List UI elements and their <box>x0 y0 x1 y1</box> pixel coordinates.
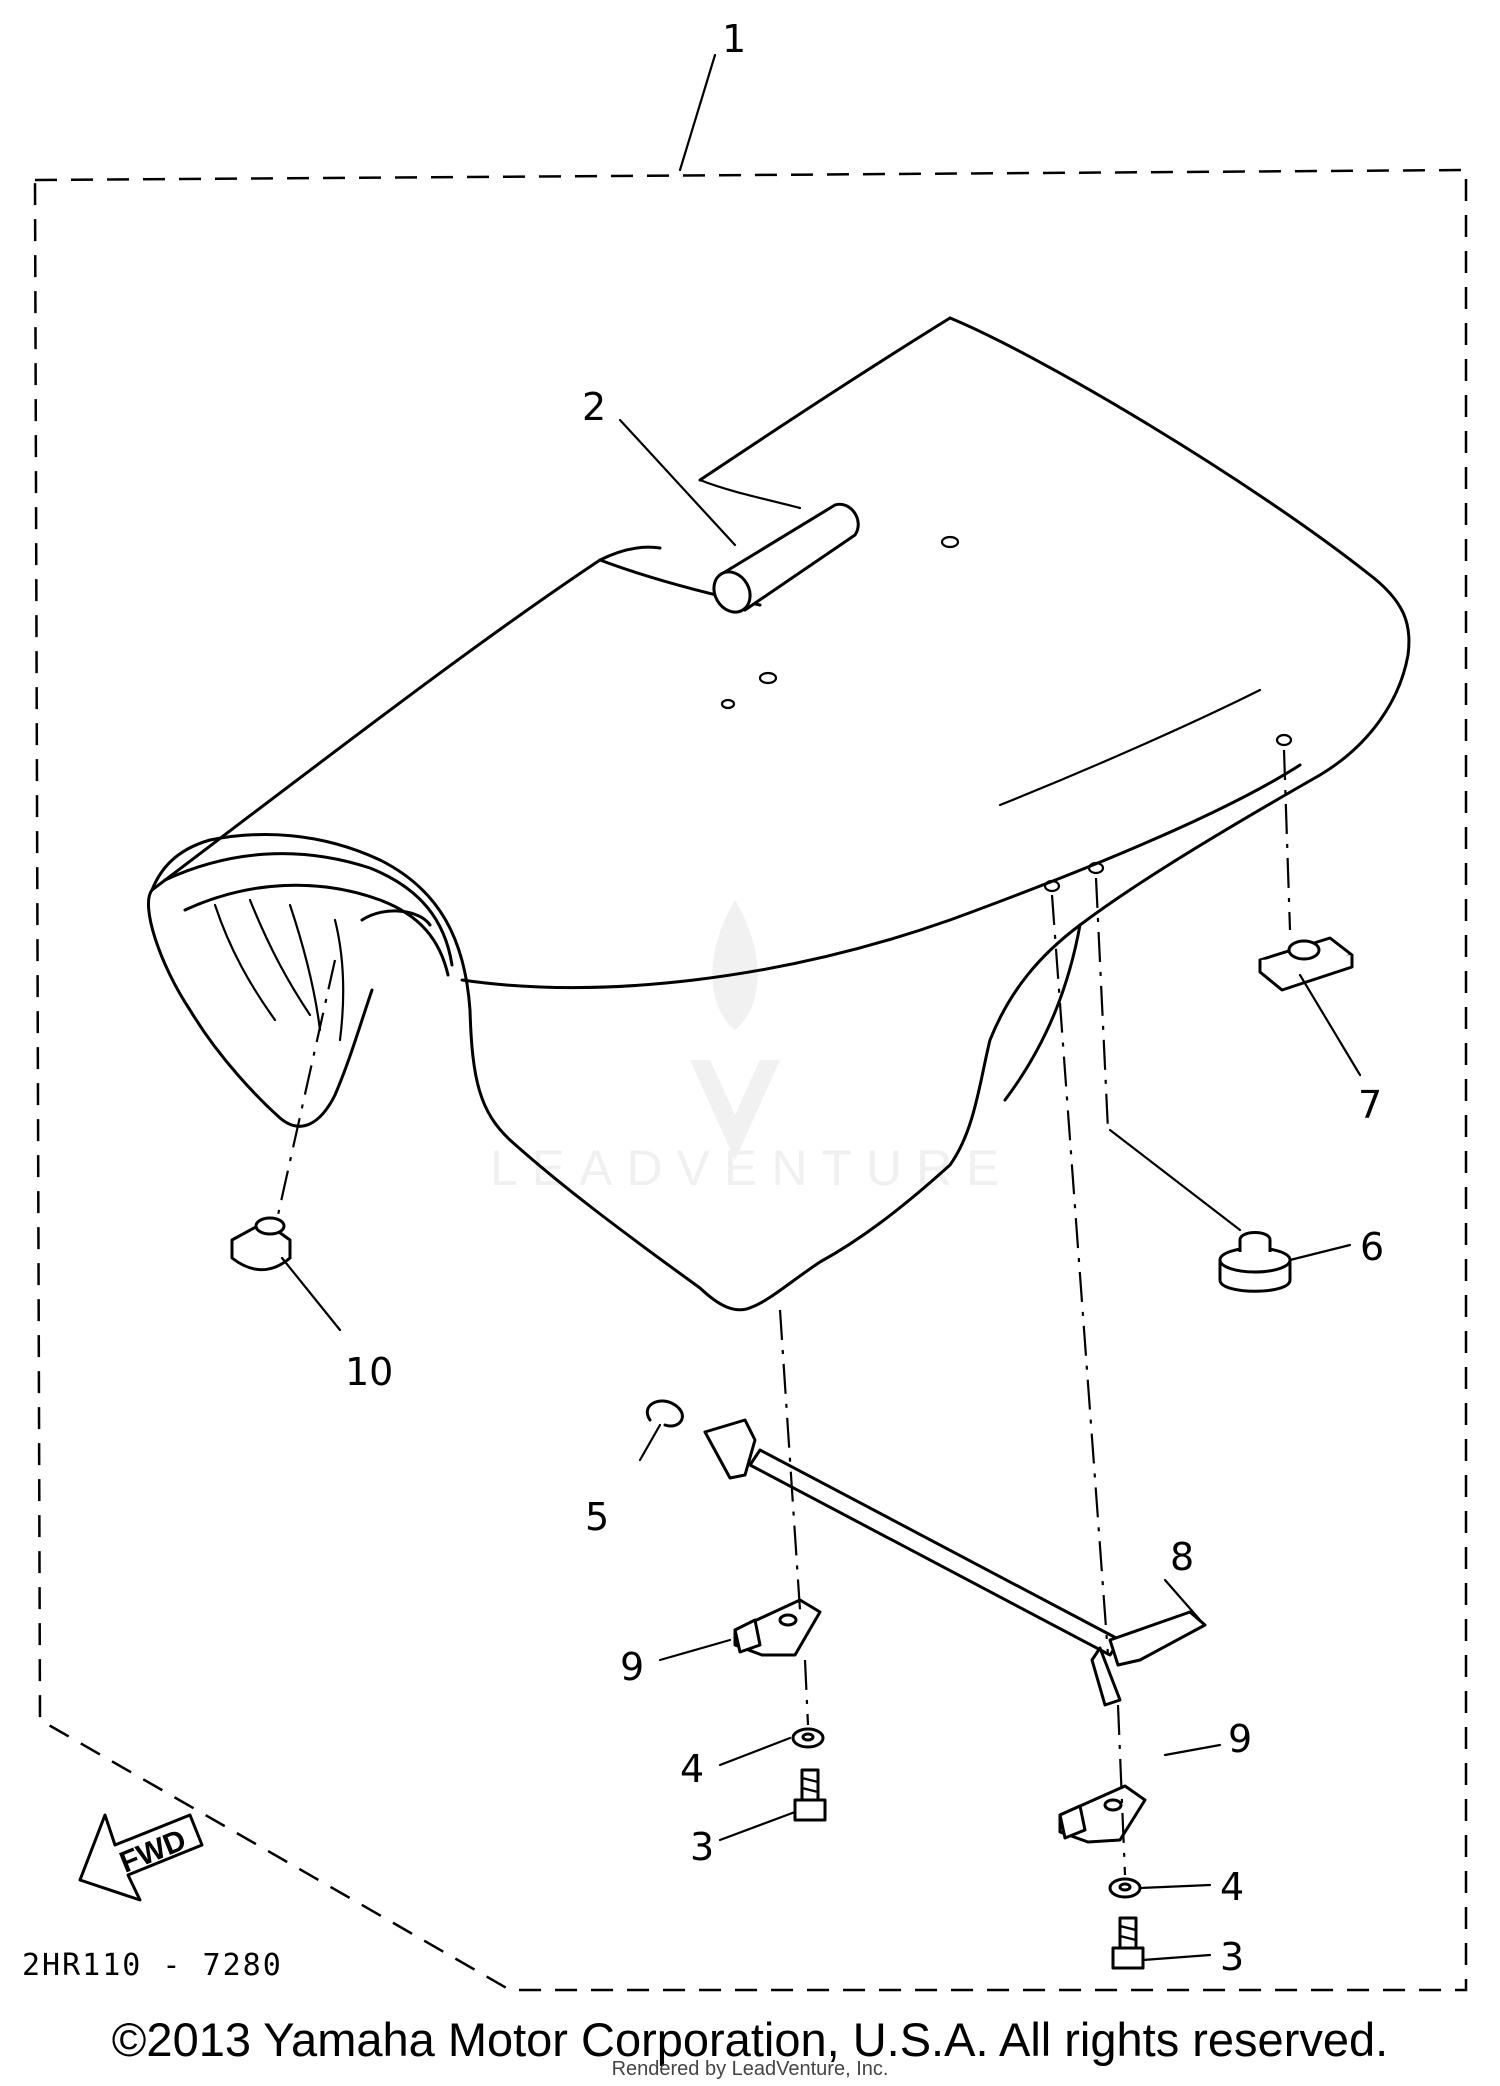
callout-4-right: 4 <box>1220 1865 1244 1909</box>
callout-9-left: 9 <box>620 1645 644 1689</box>
part-2-tube <box>712 502 860 614</box>
part-8-rod-assembly <box>703 1418 1207 1707</box>
callout-1: 1 <box>722 17 746 61</box>
part-7-clip-nut <box>1258 936 1354 992</box>
callout-2: 2 <box>582 385 606 429</box>
part-4-washer-right <box>1108 1877 1142 1899</box>
callout-7: 7 <box>1358 1083 1382 1127</box>
fwd-arrow-icon: FWD <box>78 1813 204 1902</box>
callout-9-right: 9 <box>1228 1717 1252 1761</box>
part-9-stay-left <box>733 1598 822 1657</box>
callout-10: 10 <box>345 1350 393 1394</box>
seat-mounting-holes <box>720 535 1293 893</box>
rendered-by-credit: Rendered by LeadVenture, Inc. <box>611 2058 889 2080</box>
assembly-boundary <box>33 168 1468 1992</box>
part-6-damper <box>1218 1231 1292 1293</box>
callout-3-right: 3 <box>1220 1935 1244 1979</box>
svg-text:LEADVENTURE: LEADVENTURE <box>490 1140 1014 1196</box>
callout-8: 8 <box>1170 1535 1194 1579</box>
callout-3-left: 3 <box>690 1825 714 1869</box>
leadventure-watermark-logo: LEADVENTURE <box>490 900 1014 1196</box>
part-4-washer-left <box>791 1727 825 1749</box>
callout-4-left: 4 <box>680 1747 704 1791</box>
part-3-bolt-right <box>1111 1916 1145 1970</box>
callout-6: 6 <box>1360 1225 1384 1269</box>
part-9-stay-right <box>1058 1784 1147 1844</box>
callout-5: 5 <box>585 1495 609 1539</box>
reference-code: 2HR110 - 7280 <box>22 1948 283 1983</box>
seat-shell <box>147 316 1411 1312</box>
copyright-notice: ©2013 Yamaha Motor Corporation, U.S.A. A… <box>111 2013 1389 2066</box>
leader-lines <box>280 53 1362 1962</box>
assembly-center-lines <box>276 749 1292 1876</box>
part-3-bolt-left <box>793 1768 827 1822</box>
part-5-clip <box>646 1399 684 1428</box>
part-10-damper <box>230 1216 292 1272</box>
